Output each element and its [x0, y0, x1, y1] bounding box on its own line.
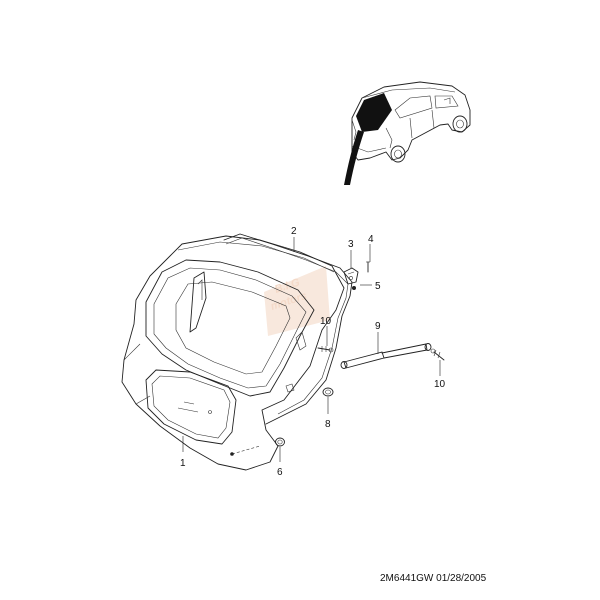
part-3-bracket — [343, 267, 359, 285]
part-4-screw — [366, 261, 370, 273]
callout-1: 1 — [180, 458, 186, 469]
callout-10-left: 10 — [320, 316, 332, 327]
callout-5: 5 — [375, 281, 381, 292]
part-2-weatherstrip — [189, 233, 353, 425]
watermark: B.I.G motors — [264, 266, 330, 336]
part-10-ball-stud-right — [430, 348, 445, 361]
part-1-liftgate-panel — [121, 235, 345, 471]
drawing-code: 2M6441GW 01/28/2005 — [380, 573, 487, 584]
vehicle-locator-illustration — [344, 81, 471, 185]
locator-pointer — [344, 130, 364, 185]
callout-10-right: 10 — [434, 379, 446, 390]
callout-8: 8 — [325, 419, 331, 430]
callout-6: 6 — [277, 467, 283, 478]
callout-4: 4 — [368, 234, 374, 245]
part-8-bumper-stop — [322, 387, 334, 397]
callout-2: 2 — [291, 226, 297, 237]
callout-labels: 1 2 3 4 5 6 8 9 10 10 — [180, 226, 446, 478]
part-9-gas-strut — [340, 343, 432, 369]
part-10-ball-stud-left — [317, 346, 334, 353]
leader-lines — [182, 237, 441, 462]
highlighted-rear-window — [356, 93, 392, 132]
callout-9: 9 — [375, 321, 381, 332]
part-6-bumper-stop-lower — [275, 437, 285, 447]
part-5-nut — [352, 286, 356, 290]
callout-3: 3 — [348, 239, 354, 250]
